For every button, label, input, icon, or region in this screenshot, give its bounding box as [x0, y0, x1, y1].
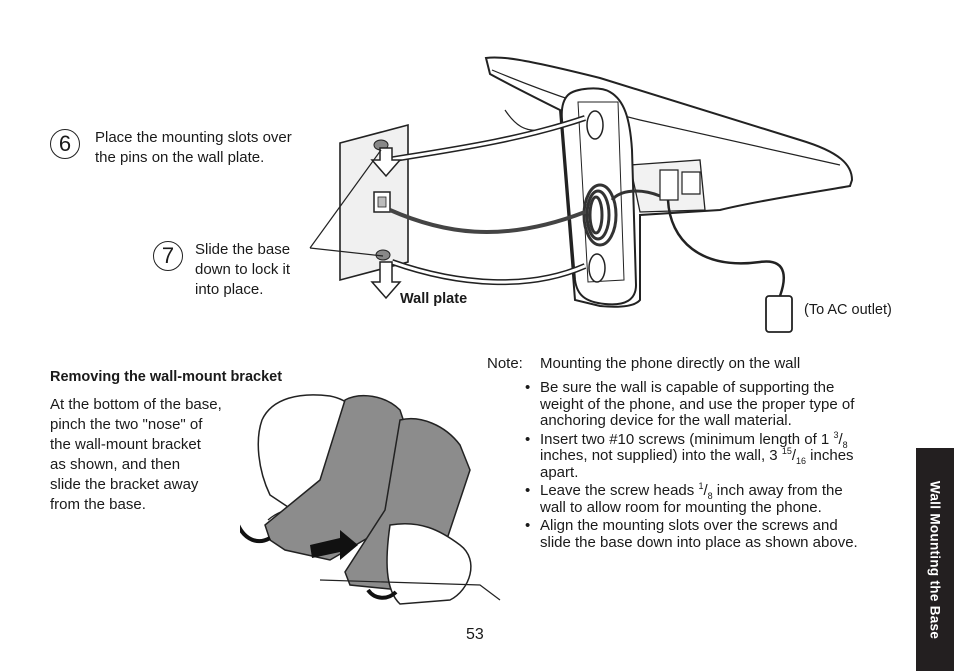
fraction-denominator: 16: [796, 456, 807, 466]
note-label: Note:: [487, 355, 523, 372]
note-intro: Mounting the phone directly on the wall: [540, 355, 801, 372]
step-6-number: 6: [50, 129, 80, 159]
removing-line-3: the wall-mount bracket: [50, 436, 201, 453]
note-b3-line-2: wall to allow room for mounting the phon…: [540, 498, 822, 516]
fraction-slash: /: [838, 430, 843, 448]
step-7-number: 7: [153, 241, 183, 271]
curve-arrow-icon: [366, 588, 398, 600]
note-bullets: Be sure the wall is capable of supportin…: [522, 379, 912, 553]
step-7-text: Slide the base down to lock it into plac…: [195, 240, 290, 300]
note-bullet-2: Insert two #10 screws (minimum length of…: [522, 429, 912, 482]
fraction-slash: /: [791, 447, 796, 464]
side-tab-label: Wall Mounting the Base: [927, 480, 943, 639]
note-b2-text-3: inches: [806, 447, 854, 464]
note-b4-line-1: Align the mounting slots over the screws…: [540, 517, 838, 534]
note-b2-text-2: inches, not supplied) into the wall, 3: [540, 447, 782, 464]
removing-line-1: At the bottom of the base,: [50, 396, 222, 413]
ac-adapter-plug: [765, 295, 793, 333]
note-b2-line-1: Insert two #10 screws (minimum length of…: [540, 429, 912, 450]
fraction-denominator: 8: [842, 439, 848, 450]
curve-arrow-icon: [240, 524, 272, 544]
step-7-line-3: into place.: [195, 281, 264, 298]
note-b2-line-3: apart.: [540, 463, 579, 481]
note-b3-line-1: Leave the screw heads 1/8 inch away from…: [540, 481, 912, 501]
note-bullet-4: Align the mounting slots over the screws…: [522, 517, 912, 551]
removing-line-2: pinch the two "nose" of: [50, 416, 203, 433]
note-b4-line-2: slide the base down into place as shown …: [540, 533, 858, 551]
fraction-slash: /: [703, 482, 708, 499]
fraction-numerator: 15: [781, 446, 792, 456]
removing-text: At the bottom of the base, pinch the two…: [50, 395, 222, 515]
bracket-removal-illustration: [240, 394, 501, 605]
step-6-line-2: the pins on the wall plate.: [95, 149, 265, 166]
note-b1-line-3: anchoring device for the wall material.: [540, 412, 792, 429]
note-b1-line-2: weight of the phone, and use the proper …: [540, 395, 855, 413]
wall-mount-illustration: [309, 56, 854, 333]
removing-line-6: from the base.: [50, 496, 146, 513]
removing-heading: Removing the wall-mount bracket: [50, 369, 283, 385]
right-hand: [386, 523, 472, 605]
removing-line-5: slide the bracket away: [50, 476, 199, 493]
removing-line-4: as shown, and then: [50, 456, 181, 473]
step-6-line-1: Place the mounting slots over: [95, 129, 292, 146]
push-arrow-icon: [310, 530, 358, 560]
note-b3-text: Leave the screw heads: [540, 482, 699, 499]
note-bullet-1: Be sure the wall is capable of supportin…: [522, 379, 912, 430]
wall-plate-label: Wall plate: [400, 291, 468, 307]
note-b3-text-2: inch away from the: [712, 482, 843, 499]
step-7-line-2: down to lock it: [195, 261, 291, 278]
ac-outlet-label: (To AC outlet): [804, 302, 892, 318]
note-b2-line-2: inches, not supplied) into the wall, 3 1…: [540, 446, 912, 466]
page-number: 53: [466, 626, 484, 643]
step-6-text: Place the mounting slots over the pins o…: [95, 128, 292, 168]
note-bullet-3: Leave the screw heads 1/8 inch away from…: [522, 481, 912, 516]
fraction-denominator: 8: [707, 491, 713, 501]
step-7-line-1: Slide the base: [195, 241, 291, 258]
fraction-numerator: 1: [698, 481, 704, 491]
note-b1-line-1: Be sure the wall is capable of supportin…: [540, 379, 835, 396]
side-section-tab: Wall Mounting the Base: [916, 448, 954, 671]
note-b2-text: Insert two #10 screws (minimum length of…: [540, 430, 834, 448]
fraction-numerator: 3: [833, 429, 839, 440]
